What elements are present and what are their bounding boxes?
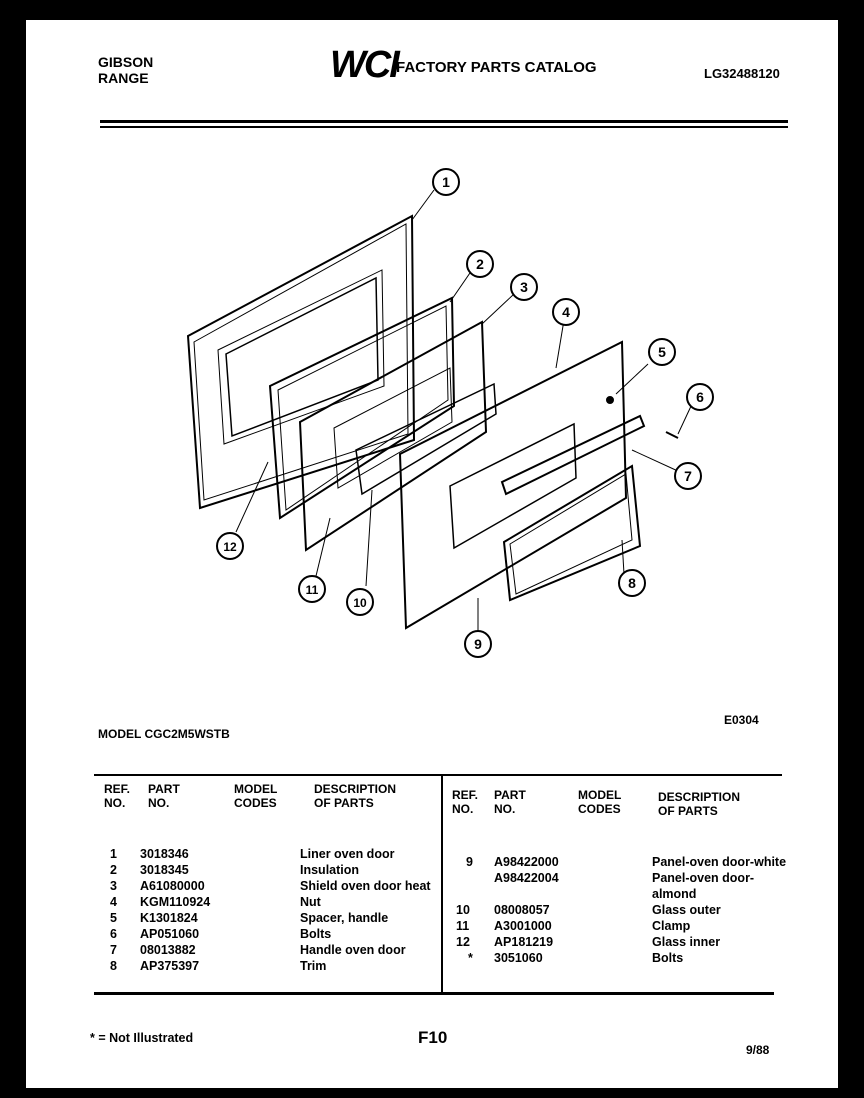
callout-label-8: 8 bbox=[628, 575, 636, 591]
callout-label-12: 12 bbox=[223, 540, 237, 554]
col-header-ref: REF.NO. bbox=[104, 782, 131, 810]
callout-circle-5 bbox=[648, 338, 676, 366]
callout-circle-6 bbox=[686, 383, 714, 411]
catalog-title: FACTORY PARTS CATALOG bbox=[396, 59, 597, 76]
page-number: F10 bbox=[418, 1028, 448, 1047]
callout-circle-4 bbox=[552, 298, 580, 326]
callout-label-6: 6 bbox=[696, 389, 704, 405]
callout-circle-8 bbox=[618, 569, 646, 597]
not-illustrated-note: * = Not Illustrated bbox=[90, 1031, 194, 1045]
trim-part bbox=[502, 464, 642, 602]
callout-label-9: 9 bbox=[474, 636, 482, 652]
header-rule bbox=[100, 120, 788, 123]
callout-circle-11 bbox=[298, 575, 326, 603]
col-header-ref-right: REF.NO. bbox=[452, 788, 479, 816]
callout-circle-2 bbox=[466, 250, 494, 278]
table-bottom-rule bbox=[94, 992, 774, 995]
callout-circle-7 bbox=[674, 462, 702, 490]
wci-logo: WCI bbox=[330, 44, 400, 86]
figure-code: E0304 bbox=[724, 713, 759, 727]
table-top-rule bbox=[94, 774, 782, 776]
header-rule-2 bbox=[100, 126, 788, 128]
insulation-part bbox=[268, 296, 456, 520]
callout-circle-1 bbox=[432, 168, 460, 196]
revision-date: 9/88 bbox=[746, 1043, 770, 1057]
model-line: MODEL CGC2M5WSTB bbox=[98, 727, 230, 741]
callout-label-3: 3 bbox=[520, 279, 528, 295]
callout-circle-3 bbox=[510, 273, 538, 301]
catalog-page: GIBSON RANGE WCI FACTORY PARTS CATALOG L… bbox=[26, 20, 838, 1088]
liner-oven-door-part bbox=[186, 214, 416, 510]
callout-label-10: 10 bbox=[353, 596, 367, 610]
catalog-number: LG32488120 bbox=[704, 66, 780, 81]
callout-label-1: 1 bbox=[442, 174, 450, 190]
handle-part bbox=[500, 414, 646, 496]
shield-part bbox=[298, 320, 488, 552]
callout-label-4: 4 bbox=[562, 304, 570, 320]
callout-label-2: 2 bbox=[476, 256, 484, 272]
panel-oven-door-part bbox=[398, 340, 628, 630]
table-divider bbox=[441, 776, 443, 992]
callout-circle-12 bbox=[216, 532, 244, 560]
callout-label-5: 5 bbox=[658, 344, 666, 360]
callout-label-7: 7 bbox=[684, 468, 692, 484]
brand-name: GIBSON bbox=[98, 54, 154, 70]
callout-label-11: 11 bbox=[306, 583, 319, 597]
callout-circle-10 bbox=[346, 588, 374, 616]
product-type: RANGE bbox=[98, 70, 149, 86]
callout-circle-9 bbox=[464, 630, 492, 658]
